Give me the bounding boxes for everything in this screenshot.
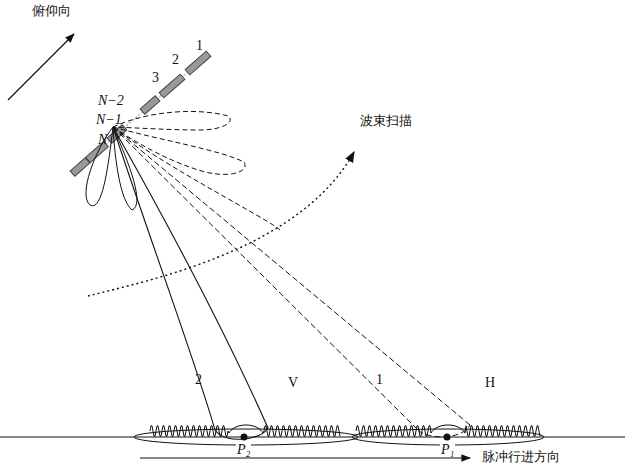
element-number: N−2 <box>98 93 124 108</box>
polarization-label: V <box>288 375 298 390</box>
beam-1 <box>113 127 470 437</box>
point-p2 <box>241 434 248 441</box>
scan-arrow <box>88 152 354 296</box>
element-number: N <box>98 132 107 147</box>
element-number: N−1 <box>96 112 122 127</box>
ground-line <box>0 437 625 438</box>
scan-label: 波束扫描 <box>360 114 412 128</box>
beam-number: 2 <box>195 372 202 387</box>
axis-label: 俯仰向 <box>32 4 71 18</box>
element-number: 3 <box>152 70 159 85</box>
beam-number: 1 <box>376 372 383 387</box>
point-p1 <box>444 434 451 441</box>
propagation-arrow <box>140 457 470 458</box>
antenna-array <box>70 51 211 176</box>
elevation-arrow <box>8 34 74 100</box>
element-number: 1 <box>196 38 203 53</box>
pulse-waves <box>150 425 540 436</box>
polarization-label: H <box>485 375 495 390</box>
element-number: 2 <box>172 52 179 67</box>
direction-label: 脉冲行进方向 <box>482 450 560 464</box>
side-lobes <box>86 127 137 210</box>
point-label: P₂ <box>236 442 251 457</box>
point-label: P₁ <box>440 442 455 457</box>
